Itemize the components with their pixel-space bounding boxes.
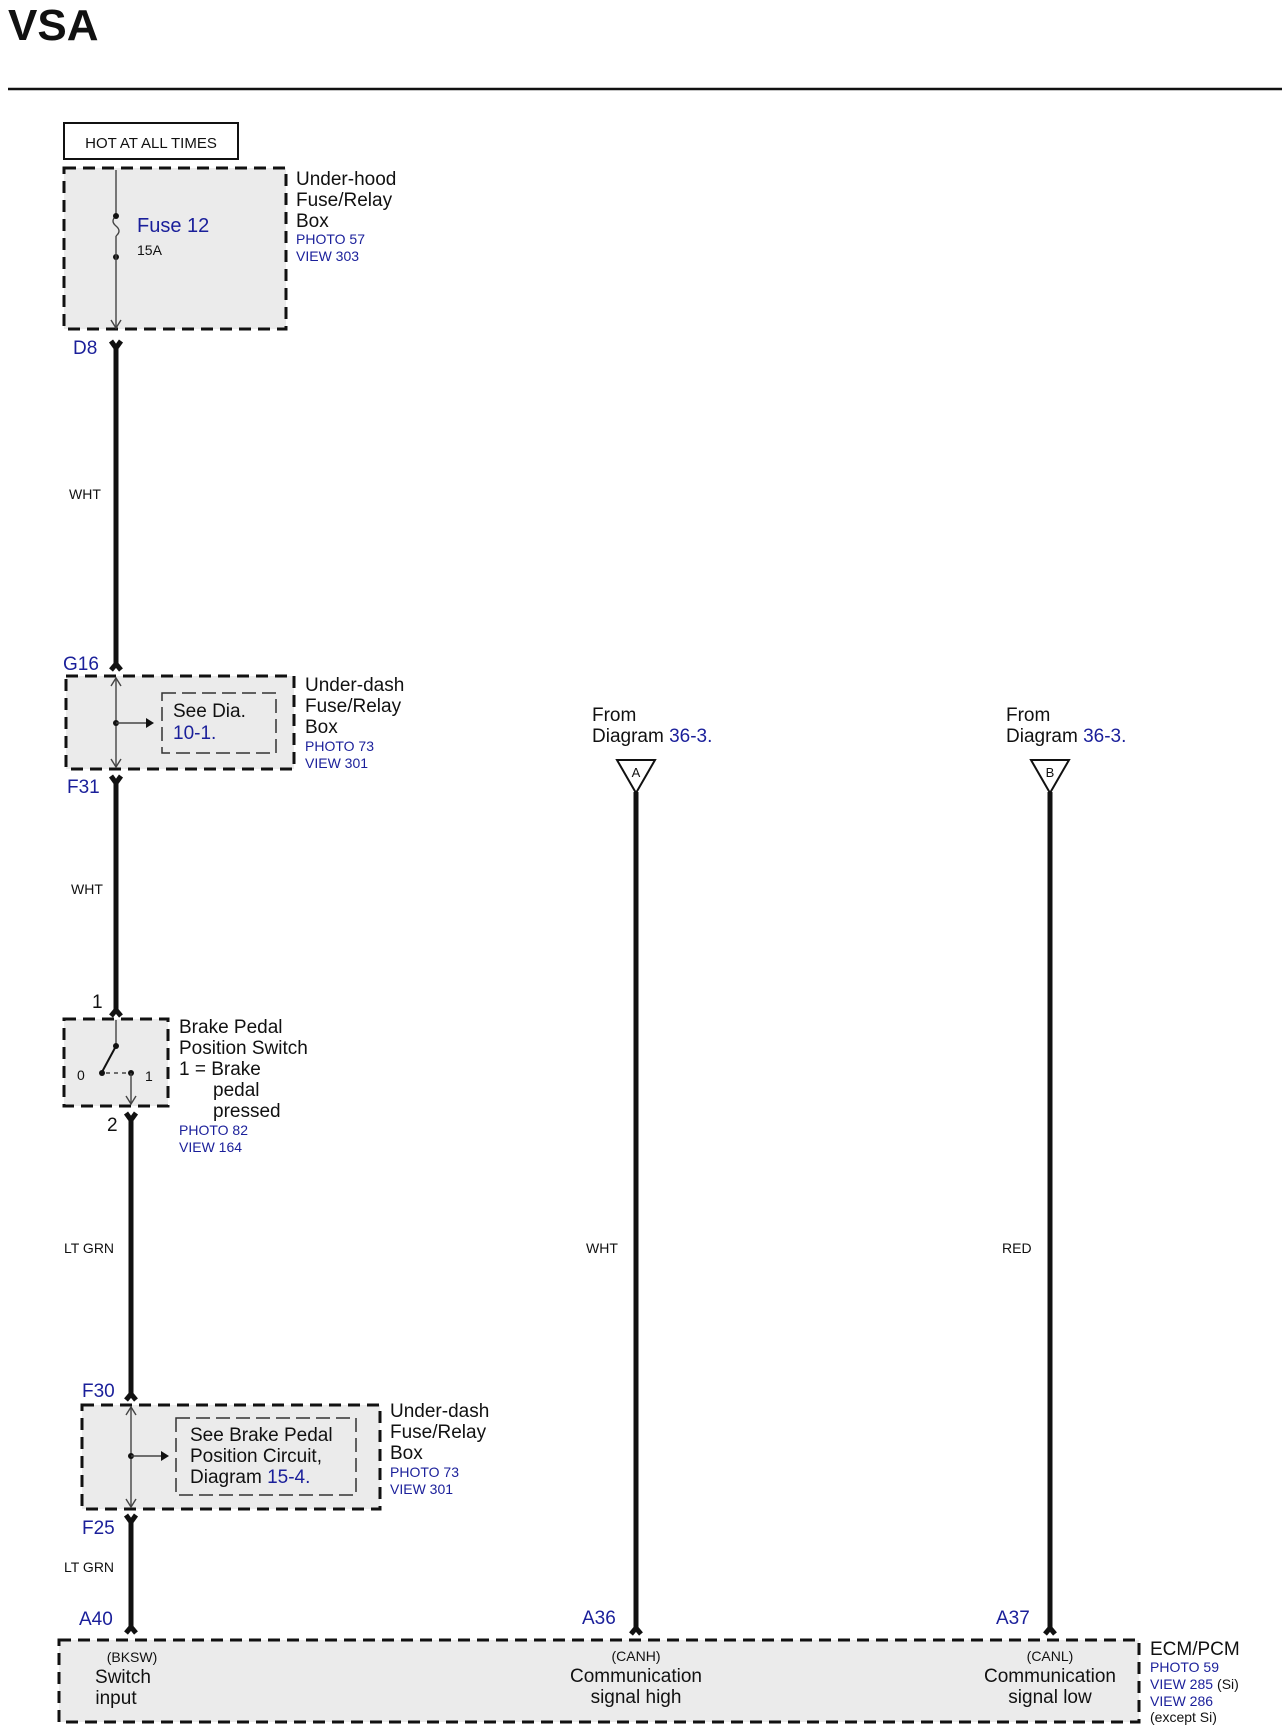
wire-wht-canh-label: WHT <box>586 1240 618 1256</box>
ecm-photo: PHOTO 59 <box>1150 1659 1219 1675</box>
underdash-2-name-1: Under-dash <box>390 1401 489 1422</box>
terminal-a37: A37 <box>996 1608 1030 1629</box>
fuse-rating: 15A <box>137 242 163 258</box>
ecm-view-285-link[interactable]: VIEW 285 <box>1150 1676 1213 1692</box>
brake-switch-name-4: pedal <box>213 1080 260 1101</box>
brake-switch-name-3: 1 = Brake <box>179 1059 261 1080</box>
connector-a-letter: A <box>632 765 641 780</box>
underdash-2-photo-link[interactable]: PHOTO 73 <box>390 1464 459 1480</box>
wire-lt-grn-2-label: LT GRN <box>64 1559 114 1575</box>
brake-switch-name-2: Position Switch <box>179 1038 308 1059</box>
connector-b: From Diagram 36-3. B RED A37 <box>996 705 1126 1636</box>
ecm-view-2-suffix: (except Si) <box>1150 1709 1217 1725</box>
underdash-1-view-link[interactable]: VIEW 301 <box>305 755 368 771</box>
connector-b-diagram-link[interactable]: 36-3. <box>1083 726 1126 747</box>
underdash-fuse-box-1: G16 See Dia. 10-1. Under-dash Fuse/Relay… <box>63 654 404 798</box>
see-brake-line3: Diagram 15-4. <box>190 1467 310 1488</box>
diagram-15-4-link[interactable]: 15-4. <box>267 1467 310 1488</box>
ecm-view-286-link[interactable]: VIEW 286 <box>1150 1693 1213 1709</box>
underdash-1-name-1: Under-dash <box>305 675 404 696</box>
underdash-1-name-2: Fuse/Relay <box>305 696 402 717</box>
connector-a-diagram-link[interactable]: 36-3. <box>669 726 712 747</box>
underdash-2-name-3: Box <box>390 1443 423 1464</box>
switch-lever <box>101 1045 117 1073</box>
see-brake-line1: See Brake Pedal <box>190 1425 333 1446</box>
underhood-box-outline <box>62 166 288 331</box>
fuse-symbol <box>112 215 120 237</box>
connector-a: From Diagram 36-3. A WHT A36 <box>582 705 712 1636</box>
wire-wht-1-label: WHT <box>69 486 101 502</box>
see-dia-10-1-box <box>161 692 277 754</box>
see-brake-line2: Position Circuit, <box>190 1446 322 1467</box>
wire-lt-grn-1-label: LT GRN <box>64 1240 114 1256</box>
terminal-a36: A36 <box>582 1608 616 1629</box>
canl-line2: signal low <box>1008 1687 1092 1708</box>
fuse-name: Fuse 12 <box>137 215 209 237</box>
underdash-2-name-2: Fuse/Relay <box>390 1422 487 1443</box>
wire-red-canl-label: RED <box>1002 1240 1032 1256</box>
see-brake-pedal-circuit-box <box>175 1417 357 1496</box>
ecm-view-1: VIEW 285(Si) <box>1150 1676 1239 1692</box>
underdash-1-photo-link[interactable]: PHOTO 73 <box>305 738 374 754</box>
power-label-box <box>63 122 239 160</box>
connector-b-triangle <box>1029 759 1071 796</box>
underhood-photo-link[interactable]: PHOTO 57 <box>296 231 365 247</box>
underhood-name-2: Fuse/Relay <box>296 190 393 211</box>
connector-b-from: From <box>1006 705 1050 726</box>
bksw-line1: Switch <box>95 1667 151 1688</box>
brake-switch-name-1: Brake Pedal <box>179 1017 283 1038</box>
terminal-d8: D8 <box>73 338 97 359</box>
underhood-name-1: Under-hood <box>296 169 396 190</box>
canl-line1: Communication <box>984 1666 1116 1687</box>
brake-pedal-position-switch: 1 0 1 Brake Pedal Position Switch 1 = Br… <box>62 992 308 1155</box>
bksw-code: (BKSW) <box>107 1649 158 1665</box>
connector-a-diagram: Diagram 36-3. <box>592 726 712 747</box>
ecm-pcm-outline <box>57 1638 1141 1724</box>
terminal-f25: F25 <box>82 1518 115 1539</box>
terminal-f31: F31 <box>67 777 100 798</box>
connector-a-triangle <box>615 759 657 796</box>
ecm-pcm: (BKSW) Switch input (CANH) Communication… <box>57 1638 1240 1725</box>
ecm-photo-link[interactable]: PHOTO 59 <box>1150 1659 1219 1675</box>
canh-line2: signal high <box>591 1687 682 1708</box>
connector-b-diagram: Diagram 36-3. <box>1006 726 1126 747</box>
switch-pos-0: 0 <box>77 1067 85 1083</box>
bksw-line2: input <box>95 1688 137 1709</box>
underhood-fuse-box: Fuse 12 15A Under-hood Fuse/Relay Box PH… <box>62 166 396 359</box>
page-title: VSA <box>8 1 98 50</box>
terminal-2: 2 <box>107 1115 118 1136</box>
underdash-2-view-link[interactable]: VIEW 301 <box>390 1481 453 1497</box>
switch-pos-1: 1 <box>145 1068 153 1084</box>
see-dia-10-1-link[interactable]: 10-1. <box>173 723 216 744</box>
underdash-1-name-3: Box <box>305 717 338 738</box>
terminal-g16: G16 <box>63 654 99 675</box>
brake-switch-photo-link[interactable]: PHOTO 82 <box>179 1122 248 1138</box>
underdash-fuse-box-2: F30 See Brake Pedal Position Circuit, Di… <box>80 1381 489 1539</box>
wire-wht-2-label: WHT <box>71 881 103 897</box>
connector-b-letter: B <box>1046 765 1055 780</box>
terminal-a40: A40 <box>79 1609 113 1630</box>
canh-line1: Communication <box>570 1666 702 1687</box>
see-dia-line1: See Dia. <box>173 701 246 722</box>
canh-code: (CANH) <box>612 1648 661 1664</box>
ecm-name: ECM/PCM <box>1150 1639 1240 1660</box>
underhood-name-3: Box <box>296 211 329 232</box>
brake-switch-name-5: pressed <box>213 1101 281 1122</box>
power-label: HOT AT ALL TIMES <box>85 135 217 152</box>
ecm-view-2: VIEW 286 <box>1150 1693 1213 1709</box>
connector-a-from: From <box>592 705 636 726</box>
terminal-f30: F30 <box>82 1381 115 1402</box>
canl-code: (CANL) <box>1027 1648 1074 1664</box>
brake-switch-view-link[interactable]: VIEW 164 <box>179 1139 242 1155</box>
underhood-view-link[interactable]: VIEW 303 <box>296 248 359 264</box>
terminal-1: 1 <box>92 992 103 1013</box>
